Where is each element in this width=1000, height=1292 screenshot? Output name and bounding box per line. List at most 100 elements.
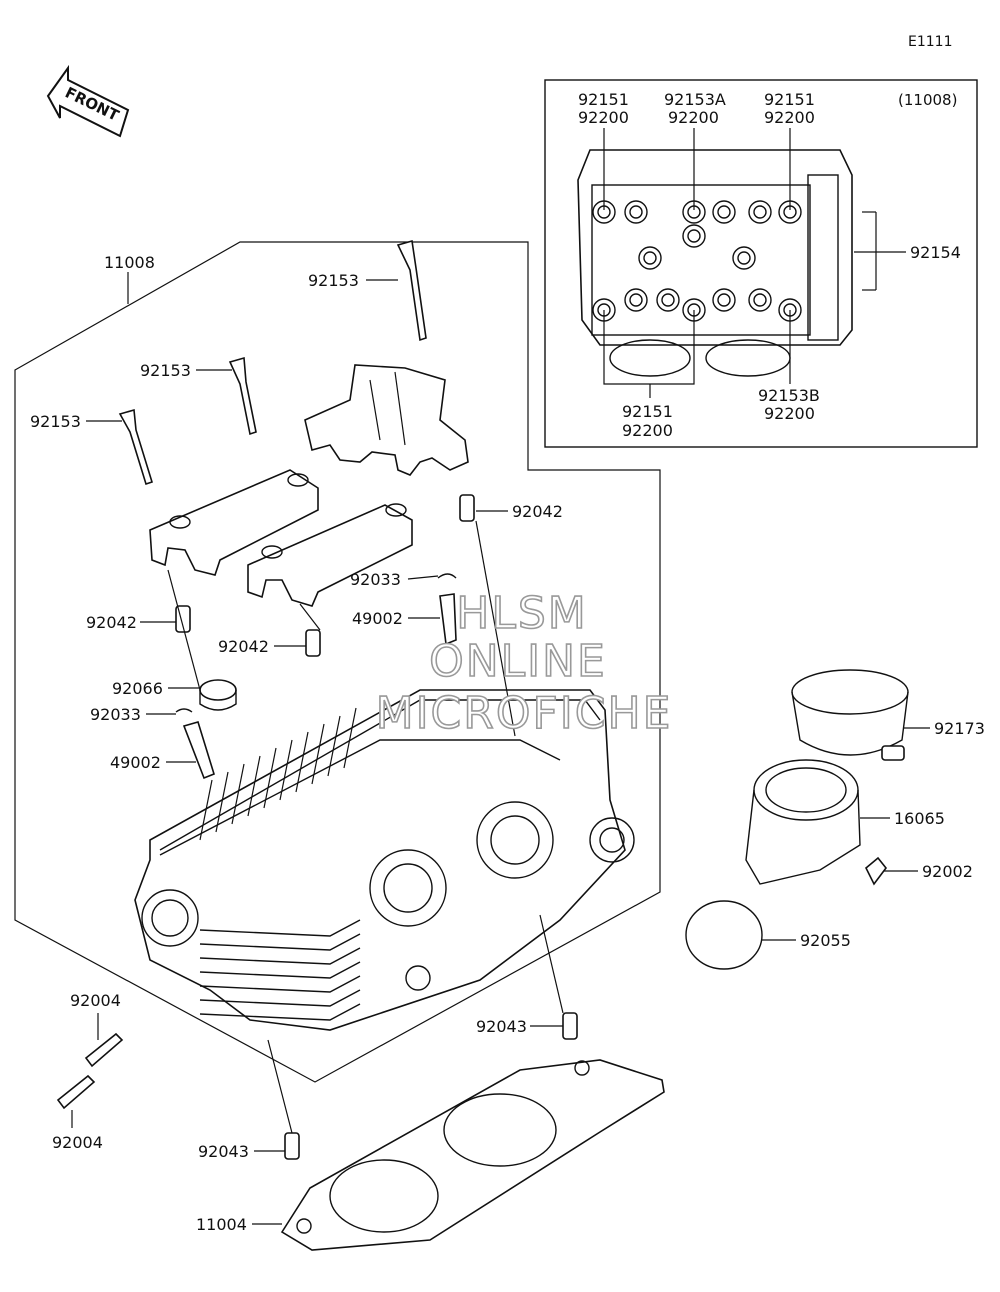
- inset-bolt-head: [629, 205, 643, 219]
- clamp-92173: [791, 669, 909, 761]
- head-rib: [327, 715, 341, 777]
- stud-92004-lower: [56, 1074, 96, 1110]
- label-92042-right: 92042: [512, 502, 563, 521]
- cam-cap-holder: [304, 364, 469, 476]
- inset-bolt-hole: [748, 200, 772, 224]
- inset-label-92151-a: 92151: [578, 90, 629, 109]
- inset-label-92200-c: 92200: [764, 108, 815, 127]
- head-gasket-11004: [280, 1059, 665, 1251]
- label-92042-left: 92042: [86, 613, 137, 632]
- label-49002-right: 49002: [352, 609, 403, 628]
- inset-label-92151-b: 92151: [764, 90, 815, 109]
- label-92055: 92055: [800, 931, 851, 950]
- dowel-92043-left: [284, 1132, 300, 1160]
- inset-label-92153a: 92153A: [664, 90, 726, 109]
- head-rib: [247, 755, 261, 817]
- inset-bolt-hole: [656, 288, 680, 312]
- inset-bolt-hole: [748, 288, 772, 312]
- inset-bolt-hole: [638, 246, 662, 270]
- label-49002-left: 49002: [110, 753, 161, 772]
- circlip-92033-right: [437, 573, 457, 579]
- label-92004-lower: 92004: [52, 1133, 103, 1152]
- head-rib: [215, 771, 229, 833]
- label-11004: 11004: [196, 1215, 247, 1234]
- assembly-outline-11008: [14, 241, 661, 1083]
- inset-bolt-head: [717, 205, 731, 219]
- label-92153-top: 92153: [308, 271, 359, 290]
- dowel-92042-center: [305, 629, 321, 657]
- head-rib: [263, 747, 277, 809]
- inset-bolt-hole: [712, 200, 736, 224]
- inset-frame: [544, 79, 978, 448]
- circlip-92033-left: [175, 708, 193, 713]
- inset-bolt-head: [717, 293, 731, 307]
- inset-bolt-head: [687, 229, 701, 243]
- bolt-92153-mid: [228, 356, 257, 436]
- inset-label-92200-e: 92200: [764, 404, 815, 423]
- cooling-fin: [199, 961, 361, 979]
- watermark-line-1: HLSM: [456, 588, 588, 639]
- bolt-92153-top: [396, 239, 427, 342]
- front-arrow-icon: FRONT: [46, 64, 130, 138]
- cooling-fin: [199, 947, 361, 965]
- inset-ref: (11008): [898, 91, 957, 109]
- label-92153-mid: 92153: [140, 361, 191, 380]
- label-92033-right: 92033: [350, 570, 401, 589]
- label-92043-left: 92043: [198, 1142, 249, 1161]
- guide-49002-left: [182, 721, 215, 780]
- inset-label-92200-d: 92200: [622, 421, 673, 440]
- dowel-92042-right: [459, 494, 475, 522]
- inset-bolt-hole: [732, 246, 756, 270]
- label-92042-center: 92042: [218, 637, 269, 656]
- inset-bolt-head: [753, 293, 767, 307]
- cylinder-head: [134, 689, 635, 1031]
- label-92066: 92066: [112, 679, 163, 698]
- leader-lines: [71, 251, 930, 1225]
- diagram-code: E1111: [908, 34, 952, 50]
- inset-bolt-head: [753, 205, 767, 219]
- head-rib: [199, 779, 213, 841]
- cooling-fin: [199, 975, 361, 993]
- holder-16065: [745, 759, 861, 885]
- inset-bolt-head: [737, 251, 751, 265]
- bolt-92002: [865, 856, 888, 886]
- inset-labels: 92151 92200 92153A 92200 92151 92200 921…: [578, 90, 961, 440]
- label-11008: 11008: [104, 253, 155, 272]
- watermark: HLSM ONLINE MICROFICHE: [375, 587, 673, 740]
- cooling-fin: [199, 989, 361, 1007]
- inset-label-92151-c: 92151: [622, 402, 673, 421]
- inset-bolt-head: [661, 293, 675, 307]
- stud-92004-upper: [84, 1032, 124, 1068]
- inset-leader-lines: [603, 128, 877, 398]
- inset-bolt-hole: [712, 288, 736, 312]
- cam-cap-middle: [247, 503, 413, 607]
- inset-label-92200-a: 92200: [578, 108, 629, 127]
- label-92002: 92002: [922, 862, 973, 881]
- label-92153-left: 92153: [30, 412, 81, 431]
- cooling-fin: [199, 1003, 361, 1021]
- bolt-92153-left: [118, 408, 153, 486]
- inset-bolt-head: [629, 293, 643, 307]
- inset-label-92200-b: 92200: [668, 108, 719, 127]
- dowel-92043-right: [562, 1012, 578, 1040]
- head-rib: [279, 739, 293, 801]
- cam-cap-left: [149, 469, 319, 576]
- label-92173: 92173: [934, 719, 985, 738]
- watermark-line-2: ONLINE: [429, 636, 607, 687]
- inset-head-topview: [577, 149, 853, 377]
- head-rib: [231, 763, 245, 825]
- head-rib: [343, 707, 357, 769]
- label-92033-left: 92033: [90, 705, 141, 724]
- inset-label-92154: 92154: [910, 243, 961, 262]
- part-labels: 11008 92153 92153 92153 92042 92042 9204…: [30, 253, 985, 1234]
- head-rib: [295, 731, 309, 793]
- label-16065: 16065: [894, 809, 945, 828]
- inset-bolt-hole: [682, 224, 706, 248]
- watermark-line-3: MICROFICHE: [376, 688, 673, 739]
- inset-bolt-head: [643, 251, 657, 265]
- label-92004-upper: 92004: [70, 991, 121, 1010]
- inset-bolt-hole: [624, 200, 648, 224]
- inset-label-92153b: 92153B: [758, 386, 820, 405]
- cooling-fin: [199, 933, 361, 951]
